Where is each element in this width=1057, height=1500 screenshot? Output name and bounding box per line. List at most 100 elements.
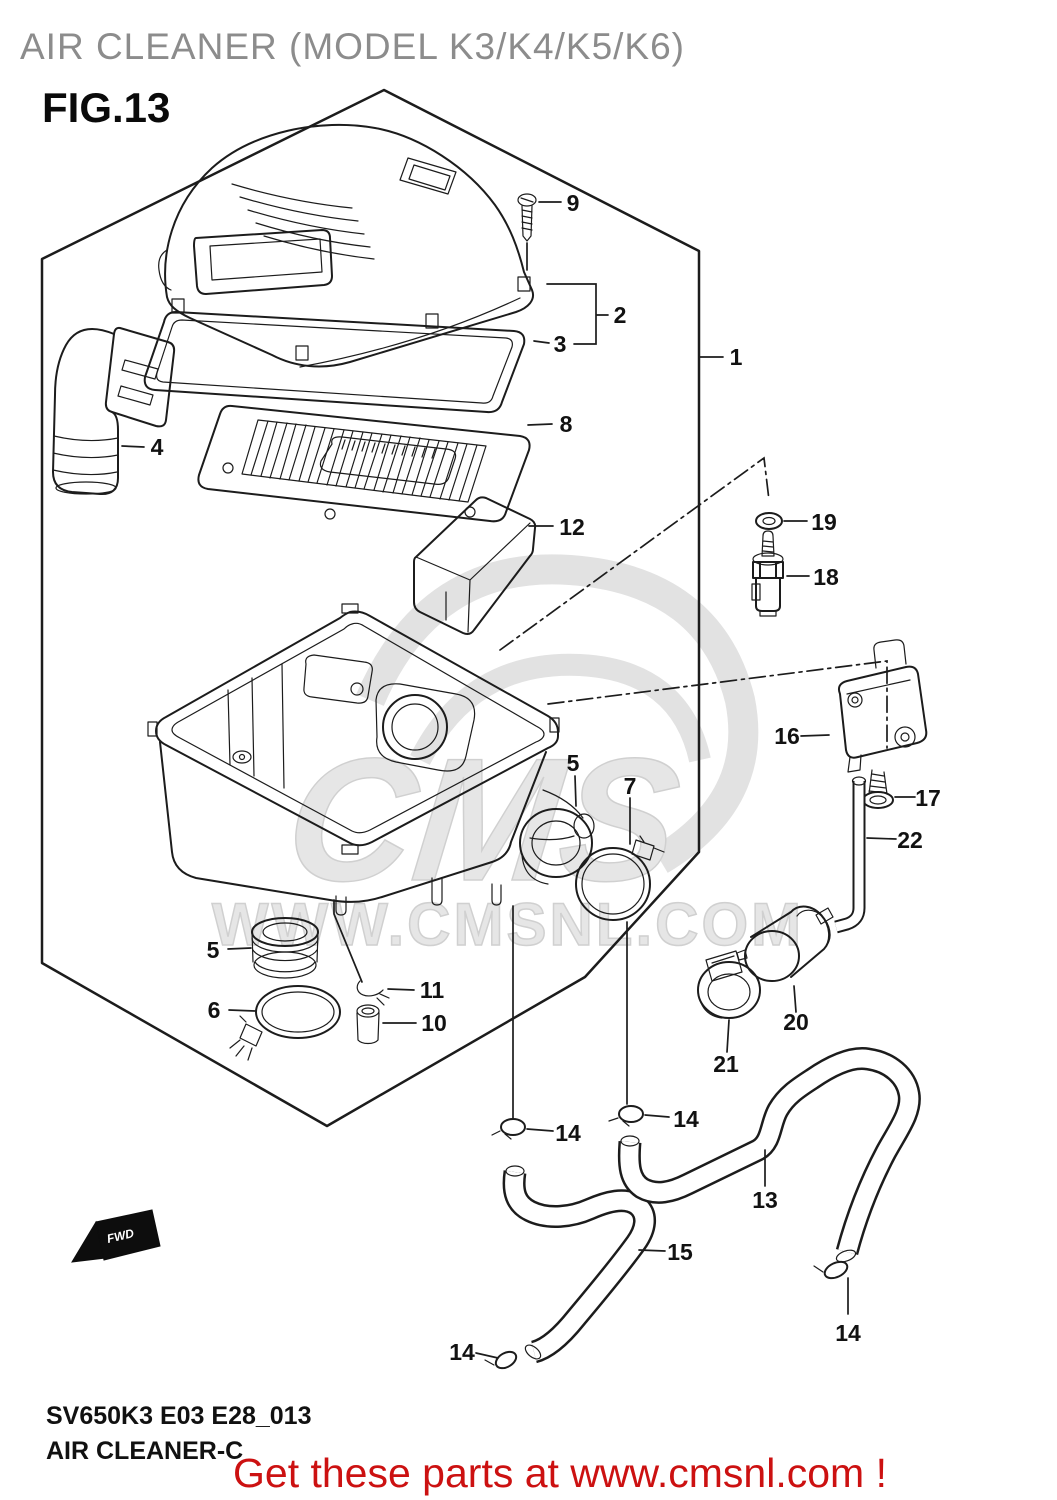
callout-8[interactable]: 8 [560,411,573,437]
sensor18-body [755,577,781,612]
cover-screw-bosses [171,276,531,361]
leader-4 [121,445,145,448]
holder21-inner [707,973,751,1011]
cover-vent-ridges [231,183,375,260]
cmsnl-watermark: CMS WWW.CMSNL.COM [211,554,802,959]
callout-5-left[interactable]: 5 [207,937,220,963]
hose15-core [505,1170,654,1361]
callout-6[interactable]: 6 [208,997,221,1023]
leader-11 [387,988,415,991]
case-throttle-inner [391,703,439,751]
callout-9[interactable]: 9 [567,190,580,216]
cover-top-vent [399,157,457,195]
washer-inner [762,516,776,526]
callout-14-bottom-left[interactable]: 14 [449,1339,475,1365]
callout-16[interactable]: 16 [774,723,800,749]
tube10-body [356,1012,380,1045]
callout-14-mid-left[interactable]: 14 [555,1120,581,1146]
clip-14-mid-right [608,1105,644,1127]
screw17-head-inner [869,795,887,805]
fwd-label: FWD [106,1226,136,1246]
hose13-core [620,1049,919,1255]
figure-number: FIG.13 [42,84,171,131]
callout-22[interactable]: 22 [897,827,923,853]
callout-18[interactable]: 18 [813,564,839,590]
duct-mouth [55,481,117,495]
clamp6-outer [255,985,341,1039]
footer-model-code: SV650K3 E03 E28_013 [46,1402,312,1430]
part-breather-hose-front [502,1165,656,1364]
callout-14-bottom-right[interactable]: 14 [835,1320,861,1346]
cover-side-nub [158,249,172,291]
part-outlet-boot-right [519,808,593,885]
page-title: AIR CLEANER (MODEL K3/K4/K5/K6) [20,26,686,67]
sensor16-connector [873,639,907,669]
watermark-logo: CMS [279,722,688,917]
case-inner-box [303,654,373,704]
tube10-top-inner [361,1007,375,1015]
callout-13[interactable]: 13 [752,1187,778,1213]
callout-5-right[interactable]: 5 [567,750,580,776]
diagram-border [40,88,701,1128]
promo-link[interactable]: Get these parts at www.cmsnl.com ! [233,1450,887,1496]
sensor16-boss [894,726,916,748]
callout-17[interactable]: 17 [915,785,941,811]
fwd-direction-marker: FWD [71,1209,161,1263]
callout-12[interactable]: 12 [559,514,585,540]
pipe22-core [834,781,864,932]
callout-10[interactable]: 10 [421,1010,447,1036]
case-drain-hole [232,750,252,764]
clip14c-tail [813,1265,824,1273]
leader-3 [533,340,550,344]
case-foot-pins [335,877,502,916]
part-sensor-washer [755,512,783,530]
filter-hole-1 [222,462,234,474]
callout-4[interactable]: 4 [151,434,164,460]
tube10-top [356,1004,380,1018]
callout-11[interactable]: 11 [420,977,445,1003]
boot-right-outer [519,808,593,878]
duct-flange [104,326,176,428]
callout-15[interactable]: 15 [667,1239,693,1265]
part-breather-hose-rear [617,1047,921,1263]
screw-head [517,193,537,207]
part-cover-screw [517,193,537,271]
fwd-plate [95,1209,161,1261]
boot-left-bottom [253,951,317,979]
boot-left-sides [251,931,319,963]
case-spigot-mouth [573,813,595,839]
foam-outline [413,496,537,635]
callout-7[interactable]: 7 [624,773,637,799]
callout-21[interactable]: 21 [713,1051,739,1077]
clip-14-bottom-left [484,1350,518,1370]
washer-outer [755,512,783,530]
case-corner-tabs [147,603,560,855]
clamp6-inner [261,991,335,1033]
callout-19[interactable]: 19 [811,509,837,535]
hose13-end-right [835,1249,857,1263]
pipe22-mouth [851,776,867,786]
callout-1[interactable]: 1 [730,344,743,370]
clip-14-mid-left [491,1118,526,1140]
leader-22 [866,837,897,840]
part-hose-clips [484,1105,849,1370]
part-temp-sensor [751,530,784,617]
clip14b-ring [618,1105,644,1123]
callout-3[interactable]: 3 [554,331,567,357]
sensor18-collar [752,552,784,566]
boot-left-top-inner [262,922,308,942]
dash-leader-16 [547,660,888,749]
callout-14-mid-right[interactable]: 14 [673,1106,699,1132]
callout-20[interactable]: 20 [783,1009,809,1035]
callout-2[interactable]: 2 [614,302,627,328]
holder21-outer [697,961,761,1019]
leader-6 [228,1009,257,1012]
part-drain-clip [356,980,390,1006]
clamp7-inner [581,853,645,915]
part-inlet-clamp [229,985,341,1061]
valve20-step [796,909,831,946]
part-drain-tube [356,1004,380,1045]
clip14a-tail [491,1130,512,1140]
part-pcv-valve [736,905,834,982]
cover-flange-line [299,297,521,368]
